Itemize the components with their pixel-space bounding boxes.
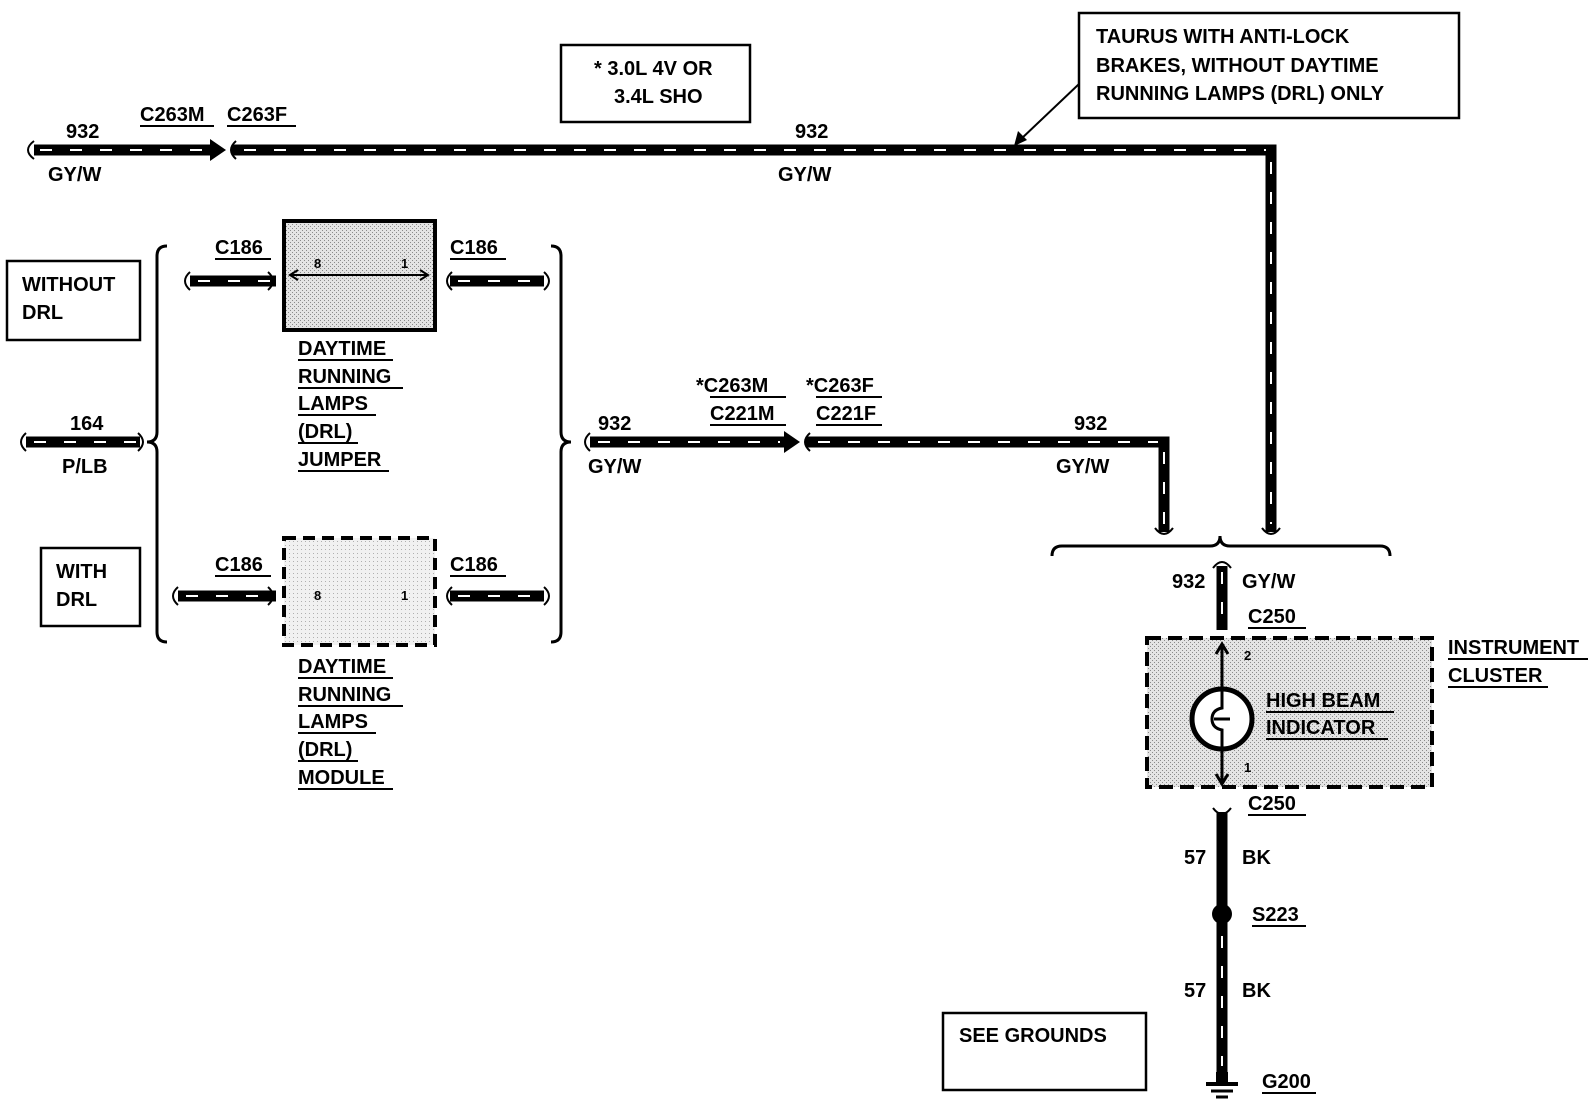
jumper-label-line-5: JUMPER: [298, 449, 382, 471]
splice-s223-label: S223: [1252, 904, 1299, 926]
jumper-label-line-1: DAYTIME: [298, 338, 386, 360]
high-beam-indicator-line-2: INDICATOR: [1266, 717, 1376, 739]
high-beam-bulb-icon: [1189, 686, 1255, 752]
module-pin-left: 8: [314, 588, 321, 603]
connector-mid-male-line-2: C221M: [710, 403, 774, 425]
wire-mid-left-circuit: 932: [598, 413, 631, 435]
connector-c263m-label: C263M: [140, 104, 204, 126]
wire-top-mid-circuit: 932: [795, 121, 828, 143]
jumper-label-line-3: LAMPS: [298, 393, 368, 415]
wire-ground-lower-circuit: 57: [1184, 980, 1206, 1002]
wire-module-left: [172, 586, 276, 606]
wire-ground-upper-color: BK: [1242, 847, 1271, 869]
module-label-line-1: DAYTIME: [298, 656, 386, 678]
wire-57-ground: [1212, 807, 1232, 1072]
wire-932-cluster-input: [1212, 561, 1232, 630]
cluster-pin-top: 2: [1244, 648, 1251, 663]
connector-c186-module-left: C186: [215, 554, 263, 576]
taurus-note-pointer: [1014, 83, 1080, 146]
engine-note-line-1: * 3.0L 4V OR: [594, 58, 713, 80]
cluster-pin-bottom: 1: [1244, 760, 1251, 775]
wire-mid-right-color: GY/W: [1056, 456, 1109, 478]
wire-932-top: [27, 139, 1281, 535]
module-label-line-3: LAMPS: [298, 711, 368, 733]
wire-jumper-right: [446, 271, 550, 291]
connector-c186-jumper-left: C186: [215, 237, 263, 259]
cluster-label-line-2: CLUSTER: [1448, 665, 1543, 687]
connector-c186-jumper-right: C186: [450, 237, 498, 259]
connector-c250-top: C250: [1248, 606, 1296, 628]
with-drl-line-1: WITH: [56, 561, 107, 583]
right-brace: [550, 244, 572, 644]
see-grounds-box: [941, 1011, 1148, 1092]
taurus-note-box: [1077, 11, 1461, 120]
jumper-pin-left: 8: [314, 256, 321, 271]
drl-module-component: [282, 536, 437, 647]
wire-ground-upper-circuit: 57: [1184, 847, 1206, 869]
taurus-note-line-3: RUNNING LAMPS (DRL) ONLY: [1096, 83, 1385, 105]
without-drl-line-1: WITHOUT: [22, 274, 115, 296]
connector-mid-female-line-2: C221F: [816, 403, 876, 425]
wire-top-left-color: GY/W: [48, 164, 101, 186]
jumper-pin-right: 1: [401, 256, 408, 271]
jumper-label-line-4: (DRL): [298, 421, 352, 443]
left-brace: [146, 244, 168, 644]
connector-c186-module-right: C186: [450, 554, 498, 576]
module-label-line-2: RUNNING: [298, 684, 391, 706]
splice-s223-dot: [1212, 904, 1232, 924]
wire-mid-left-color: GY/W: [588, 456, 641, 478]
wire-164-color: P/LB: [62, 456, 108, 478]
taurus-note-line-2: BRAKES, WITHOUT DAYTIME: [1096, 55, 1379, 77]
engine-note-line-2: 3.4L SHO: [614, 86, 703, 108]
module-label-line-5: MODULE: [298, 767, 385, 789]
with-drl-box: [39, 546, 142, 628]
wire-164: [20, 432, 144, 452]
module-label-line-4: (DRL): [298, 739, 352, 761]
connector-c250-bottom: C250: [1248, 793, 1296, 815]
wire-ground-lower-color: BK: [1242, 980, 1271, 1002]
cluster-internal-conductor: [1214, 641, 1230, 787]
wire-mid-right-circuit: 932: [1074, 413, 1107, 435]
wire-932-middle: [584, 431, 1174, 535]
wire-module-right: [446, 586, 550, 606]
jumper-label-line-2: RUNNING: [298, 366, 391, 388]
wire-top-left-circuit: 932: [66, 121, 99, 143]
with-drl-line-2: DRL: [56, 589, 97, 611]
module-pin-right: 1: [401, 588, 408, 603]
jumper-internal-link: [288, 269, 430, 281]
wire-top-mid-color: GY/W: [778, 164, 831, 186]
high-beam-indicator-line-1: HIGH BEAM: [1266, 690, 1380, 712]
cluster-input-brace: [1050, 535, 1392, 557]
wire-cluster-in-color: GY/W: [1242, 571, 1295, 593]
engine-note-box: [559, 43, 752, 124]
connector-mid-male-line-1: *C263M: [696, 375, 768, 397]
without-drl-line-2: DRL: [22, 302, 63, 324]
wire-cluster-in-circuit: 932: [1172, 571, 1205, 593]
ground-g200-label: G200: [1262, 1071, 1311, 1093]
wire-164-circuit: 164: [70, 413, 104, 435]
cluster-label-line-1: INSTRUMENT: [1448, 637, 1579, 659]
taurus-note-line-1: TAURUS WITH ANTI-LOCK: [1096, 26, 1350, 48]
connector-c263f-label: C263F: [227, 104, 287, 126]
connector-mid-female-line-1: *C263F: [806, 375, 874, 397]
see-grounds-text: SEE GROUNDS: [959, 1025, 1107, 1047]
without-drl-box: [5, 259, 142, 342]
ground-g200-icon: [1206, 1072, 1238, 1099]
wire-jumper-left: [184, 271, 276, 291]
